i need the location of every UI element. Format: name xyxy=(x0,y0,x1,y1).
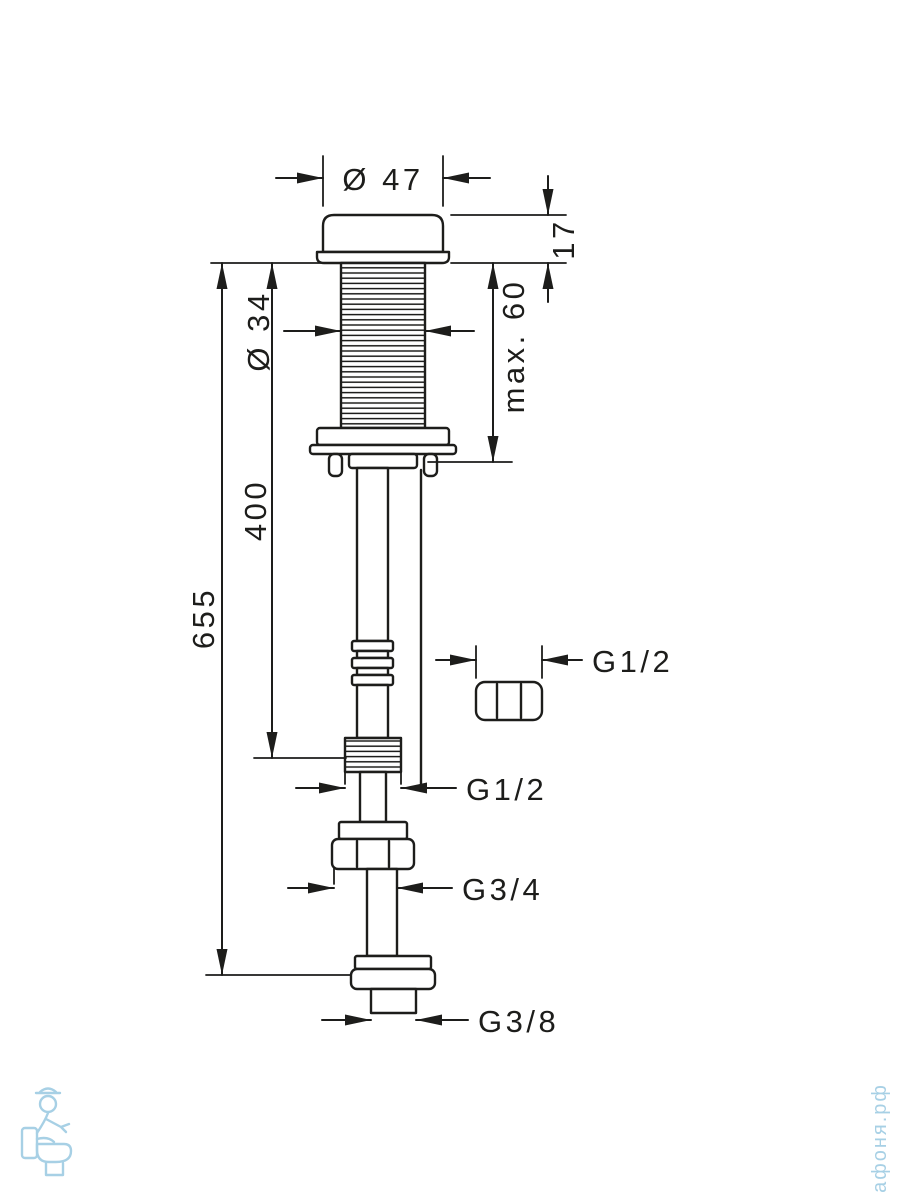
dim-body-diameter-label: Ø 34 xyxy=(241,290,276,371)
dim-coupling-thread-label: G3/4 xyxy=(462,872,543,907)
hose-rib-section xyxy=(350,639,395,687)
dim-overall-length: 655 xyxy=(186,262,351,976)
cap-lip xyxy=(315,250,451,265)
compression-fitting xyxy=(349,954,437,1015)
inlet-thread-section xyxy=(343,736,403,774)
dim-hose-length: 400 xyxy=(210,262,347,759)
pipe-lower xyxy=(365,867,399,958)
plumber-watermark-icon xyxy=(20,1087,73,1177)
dim-max-mounting-depth: max. 60 xyxy=(427,262,531,463)
flange-screw-right xyxy=(422,452,439,478)
tailpiece xyxy=(369,987,418,1015)
pipe-upper xyxy=(358,770,388,824)
dim-outlet-thread: G3/8 xyxy=(321,1004,559,1039)
dim-coupling-thread: G3/4 xyxy=(287,867,543,907)
site-watermark-label: афоня.рф xyxy=(869,1083,891,1193)
dim-max-mounting-depth-label: max. 60 xyxy=(496,279,531,414)
dim-cap-height: 17 xyxy=(450,175,581,303)
mounting-flange xyxy=(308,426,458,478)
threaded-body xyxy=(339,261,427,430)
dim-cap-height-label: 17 xyxy=(546,218,581,259)
dim-cap-diameter-label: Ø 47 xyxy=(342,162,423,197)
hose-tube-lower xyxy=(355,683,390,740)
dim-inlet-thread-label: G1/2 xyxy=(466,772,547,807)
union-coupling xyxy=(330,820,416,871)
dim-overall-length-label: 655 xyxy=(186,587,221,649)
connector-collar xyxy=(347,452,419,470)
drain-cap xyxy=(315,213,451,265)
dim-nut-thread-label: G1/2 xyxy=(592,644,673,679)
dim-inlet-thread: G1/2 xyxy=(295,771,547,807)
flange-screw-left xyxy=(327,452,344,478)
dim-cap-diameter: Ø 47 xyxy=(275,155,491,207)
dim-hose-length-label: 400 xyxy=(238,479,273,541)
hex-nut-symbol xyxy=(474,680,544,722)
hose-tube-upper xyxy=(355,466,390,643)
dim-nut-thread: G1/2 xyxy=(435,644,673,679)
dim-outlet-thread-label: G3/8 xyxy=(478,1004,559,1039)
